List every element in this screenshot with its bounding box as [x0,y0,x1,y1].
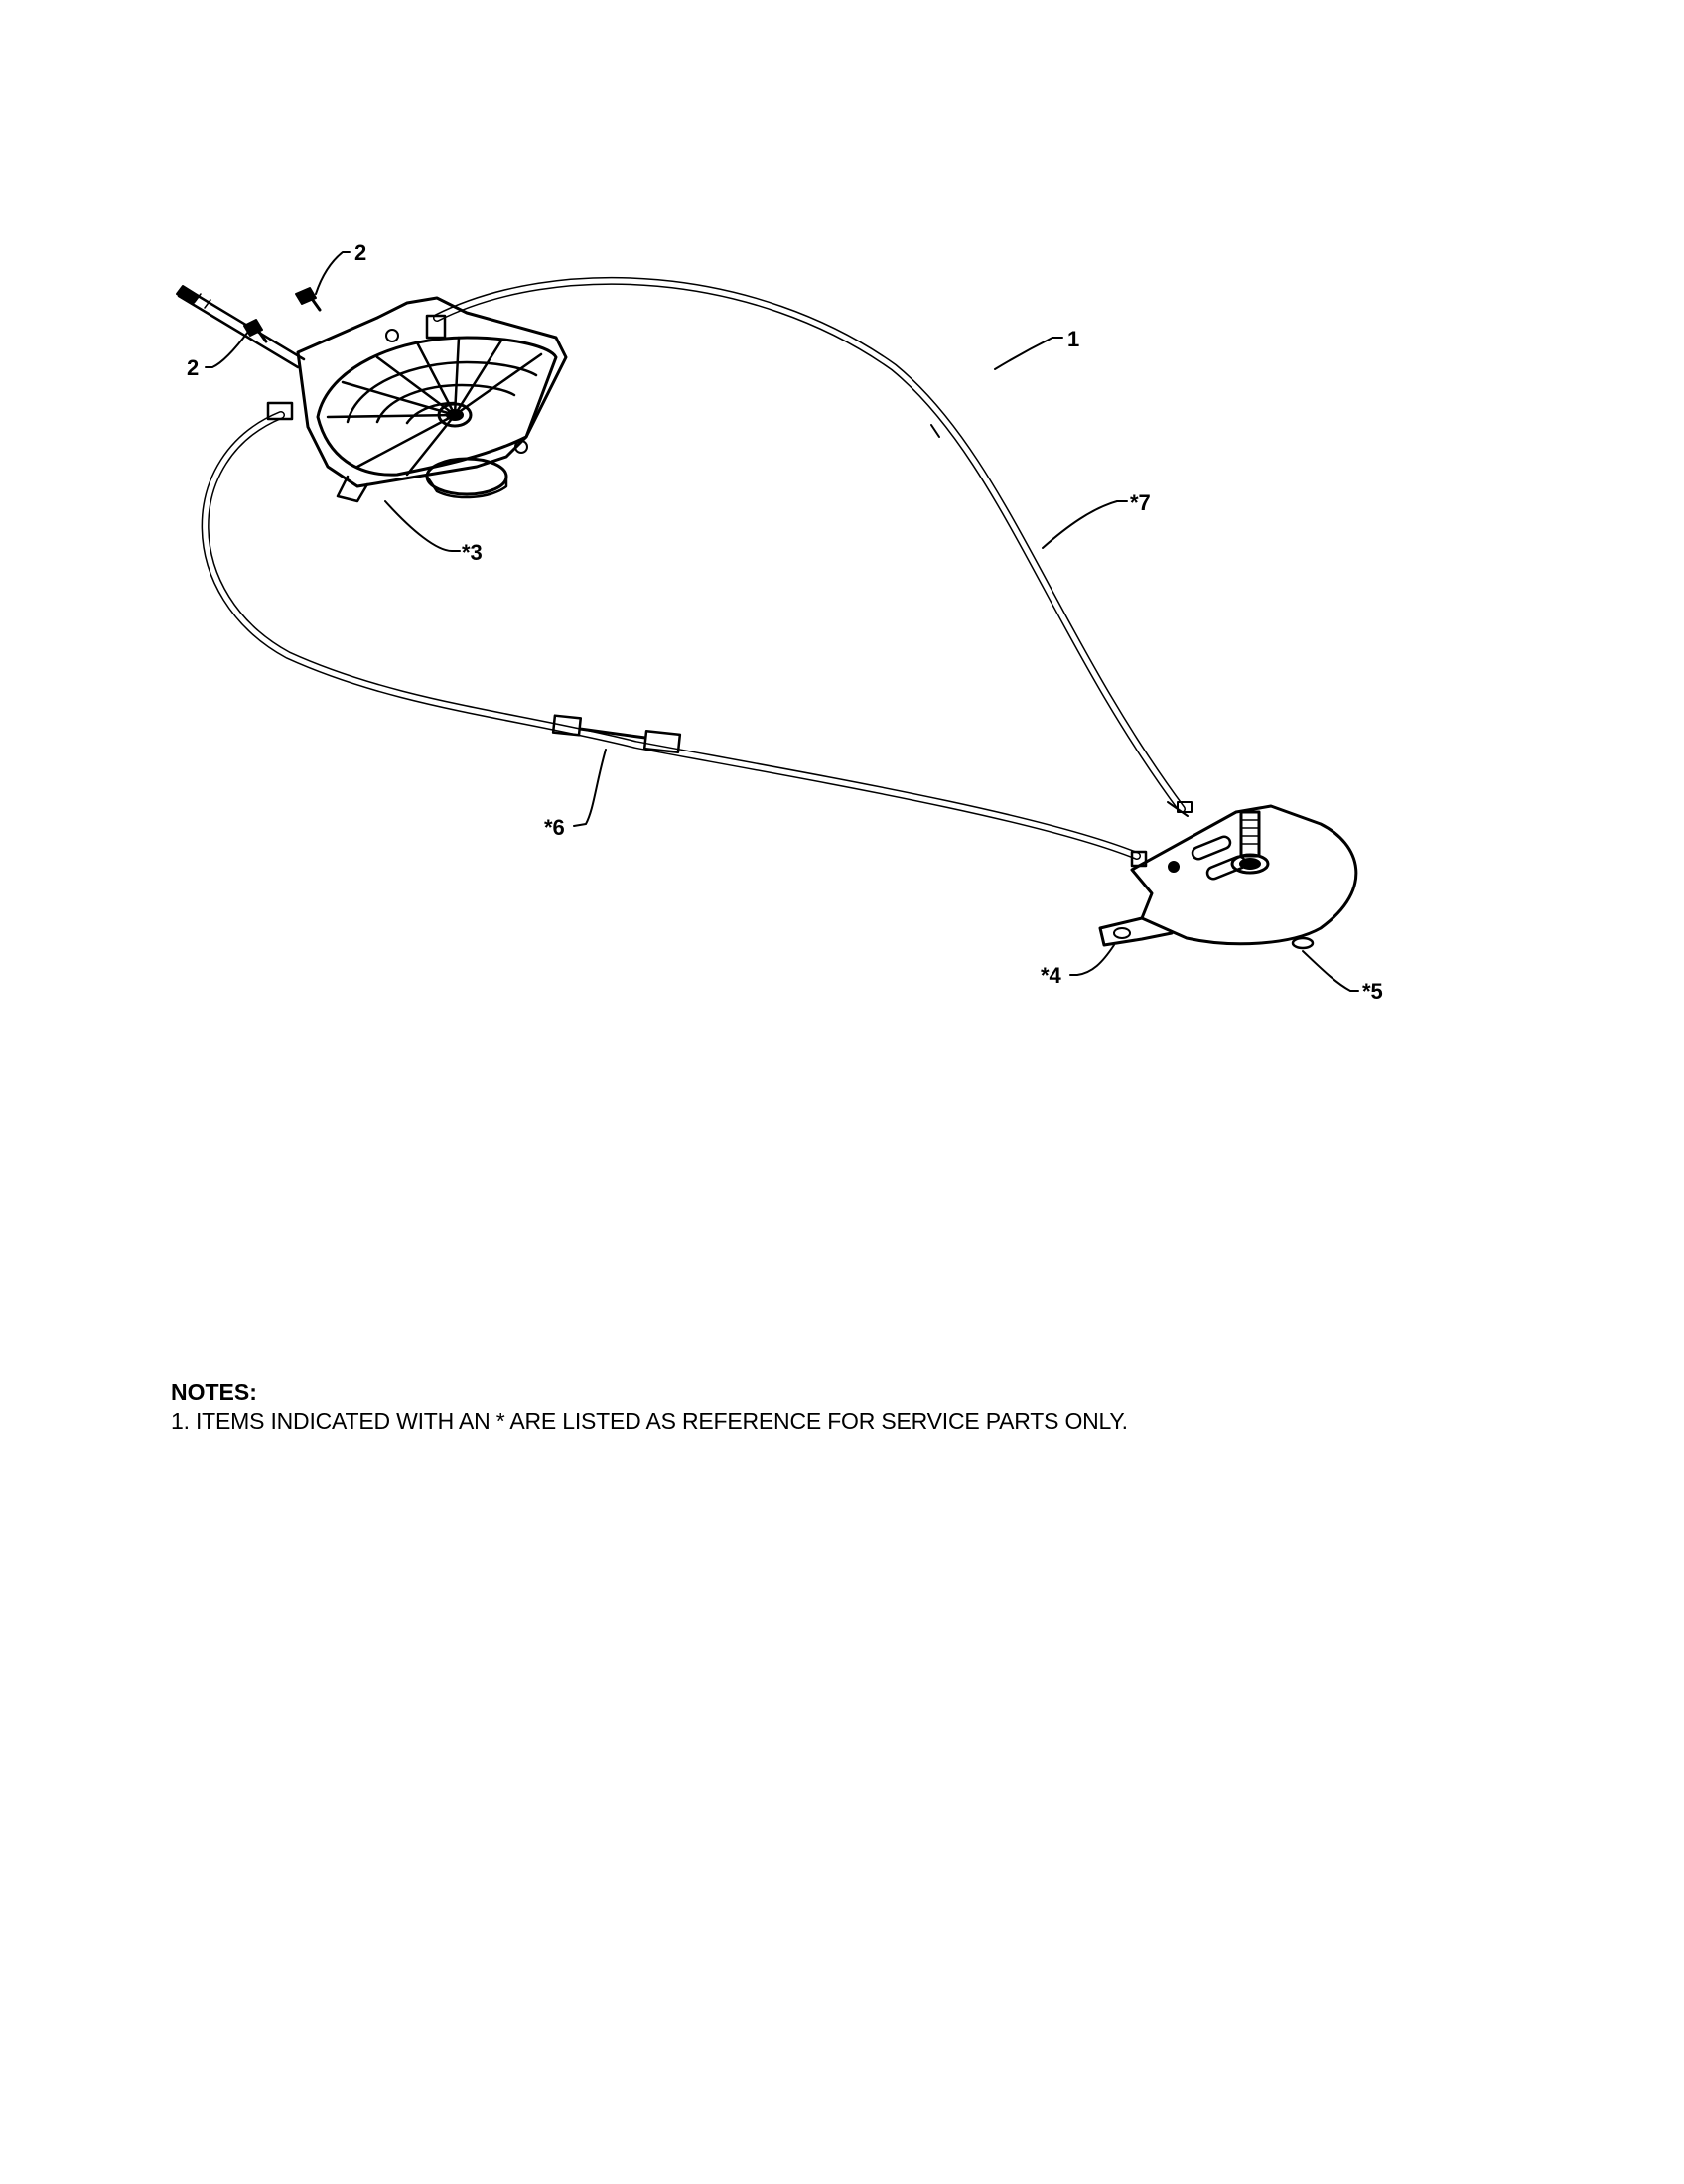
callout-5: *5 [1362,979,1383,1004]
bolt-top [295,287,322,312]
callout-7: *7 [1130,490,1151,515]
note-item: 1. ITEMS INDICATED WITH AN * ARE LISTED … [171,1408,1128,1433]
bracket-assembly [1098,804,1358,950]
parts-diagram: 1 *7 *3 *6 *4 *5 2 2 [176,240,1383,1004]
callout-3: *3 [462,540,483,565]
leader-lines [205,251,1359,992]
cable-6 [201,411,1141,860]
notes-heading: NOTES: [171,1379,257,1405]
callout-6: *6 [544,815,565,840]
shaft [176,285,306,369]
callout-4: *4 [1041,963,1062,988]
callout-2-top: 2 [354,240,366,265]
callout-1: 1 [1067,327,1079,351]
cable-1 [433,276,1193,817]
control-housing [266,296,568,503]
callout-2-left: 2 [187,355,199,380]
notes-section: NOTES: 1. ITEMS INDICATED WITH AN * ARE … [171,1378,1561,1435]
